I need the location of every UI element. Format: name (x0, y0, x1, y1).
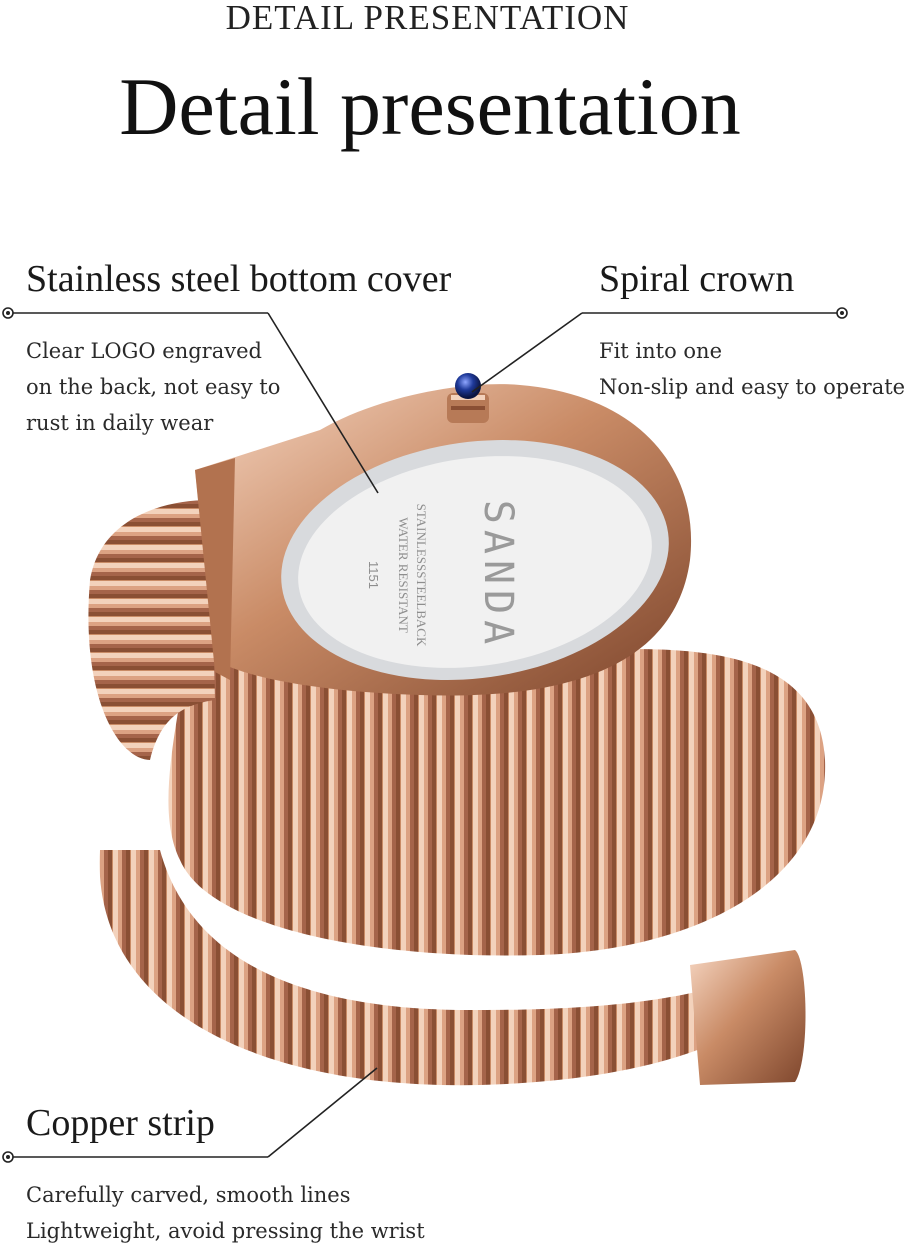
bangle-middle-coil (168, 641, 826, 956)
feature-title-crown: Spiral crown (599, 258, 795, 300)
bangle-lower-coil (99, 850, 806, 1086)
feature-desc-line: Fit into one (599, 339, 722, 363)
feature-desc-line: rust in daily wear (26, 411, 214, 435)
feature-desc-line: Non-slip and easy to operate (599, 375, 906, 399)
caseback-line2: WATER RESISTANT (396, 517, 411, 633)
section-subtitle: DETAIL PRESENTATION (225, 0, 630, 37)
feature-desc-line: Carefully carved, smooth lines (26, 1183, 351, 1207)
feature-desc-crown: Fit into one Non-slip and easy to operat… (599, 333, 905, 405)
callout-lines (8, 312, 842, 1158)
watch-head (195, 384, 692, 696)
feature-desc-line: Lightweight, avoid pressing the wrist (26, 1219, 425, 1243)
crown-icon (447, 373, 489, 423)
feature-title-bottom-cover: Stainless steel bottom cover (26, 258, 452, 300)
callout-pointer-crown (471, 312, 583, 393)
feature-desc-strip: Carefully carved, smooth lines Lightweig… (26, 1177, 425, 1249)
feature-title-strip: Copper strip (26, 1102, 215, 1144)
feature-desc-bottom-cover: Clear LOGO engraved on the back, not eas… (26, 333, 280, 441)
caseback-line1: STAINLESSSTEELBACK (414, 504, 429, 647)
callout-dots (2, 307, 848, 1163)
callout-pointer-bottom-cover (267, 312, 379, 494)
caseback-brand: SANDA (475, 500, 521, 650)
callout-pointer-strip (267, 1067, 378, 1158)
feature-desc-line: on the back, not easy to (26, 375, 281, 399)
caseback-model: 1151 (366, 561, 381, 589)
feature-desc-line: Clear LOGO engraved (26, 339, 262, 363)
bangle-upper-coil (88, 500, 215, 760)
caseback-engraving: SANDA STAINLESSSTEELBACK WATER RESISTANT… (366, 500, 521, 650)
page-title: Detail presentation (119, 61, 741, 152)
